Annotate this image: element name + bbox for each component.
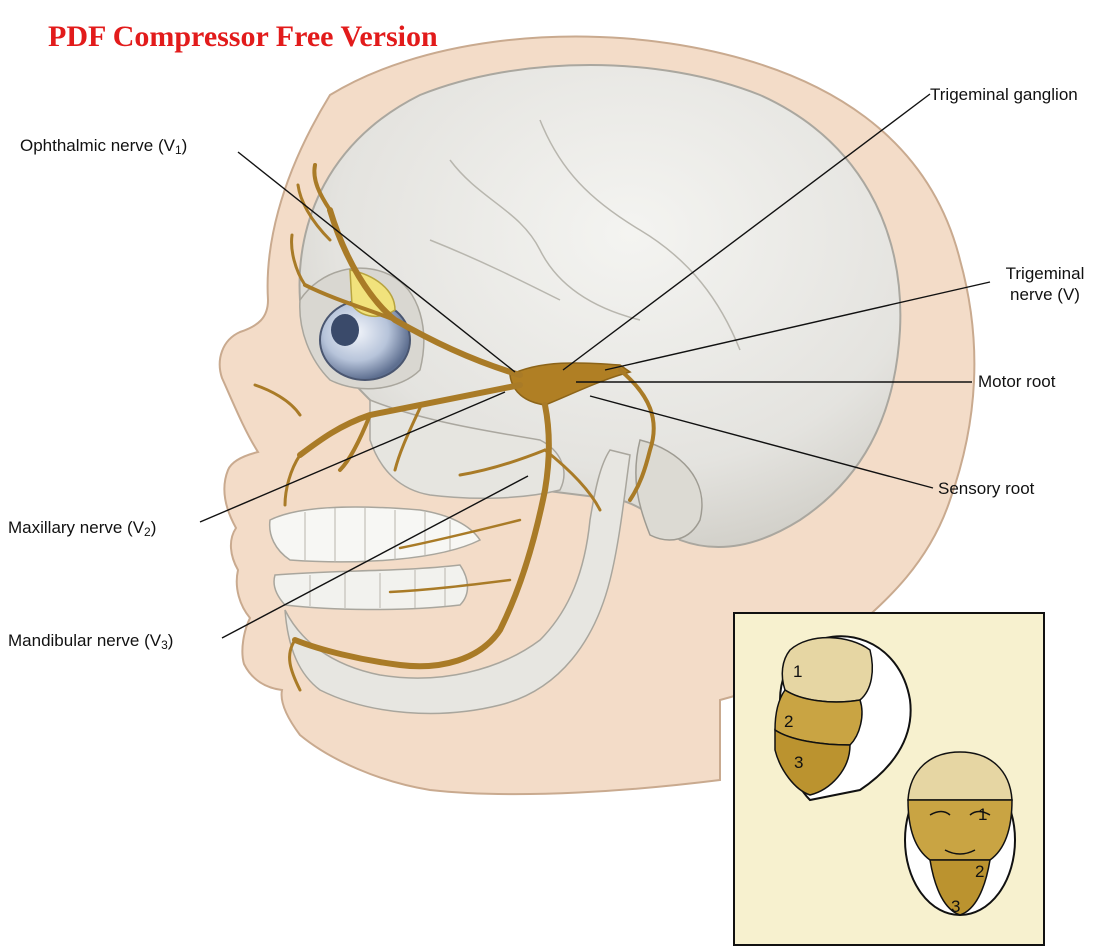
inset-frontal-label-1: 1 [978, 805, 987, 825]
label-maxillary-nerve: Maxillary nerve (V2) [8, 517, 156, 538]
label-trigeminal-nerve: Trigeminal nerve (V) [990, 263, 1100, 305]
inset-frontal-label-2: 2 [975, 862, 984, 882]
watermark-text: PDF Compressor Free Version [48, 20, 438, 54]
label-ophthalmic-nerve: Ophthalmic nerve (V1) [20, 135, 187, 156]
inset-lateral-label-3: 3 [794, 753, 803, 773]
label-sensory-root: Sensory root [938, 478, 1034, 499]
inset-lateral-label-2: 2 [784, 712, 793, 732]
inset-frontal-head [905, 752, 1015, 915]
label-mandibular-nerve: Mandibular nerve (V3) [8, 630, 173, 651]
dermatome-inset [734, 613, 1044, 945]
label-motor-root: Motor root [978, 371, 1055, 392]
label-trigeminal-ganglion: Trigeminal ganglion [930, 84, 1078, 105]
inset-frontal-label-3: 3 [951, 897, 960, 917]
inset-lateral-label-1: 1 [793, 662, 802, 682]
